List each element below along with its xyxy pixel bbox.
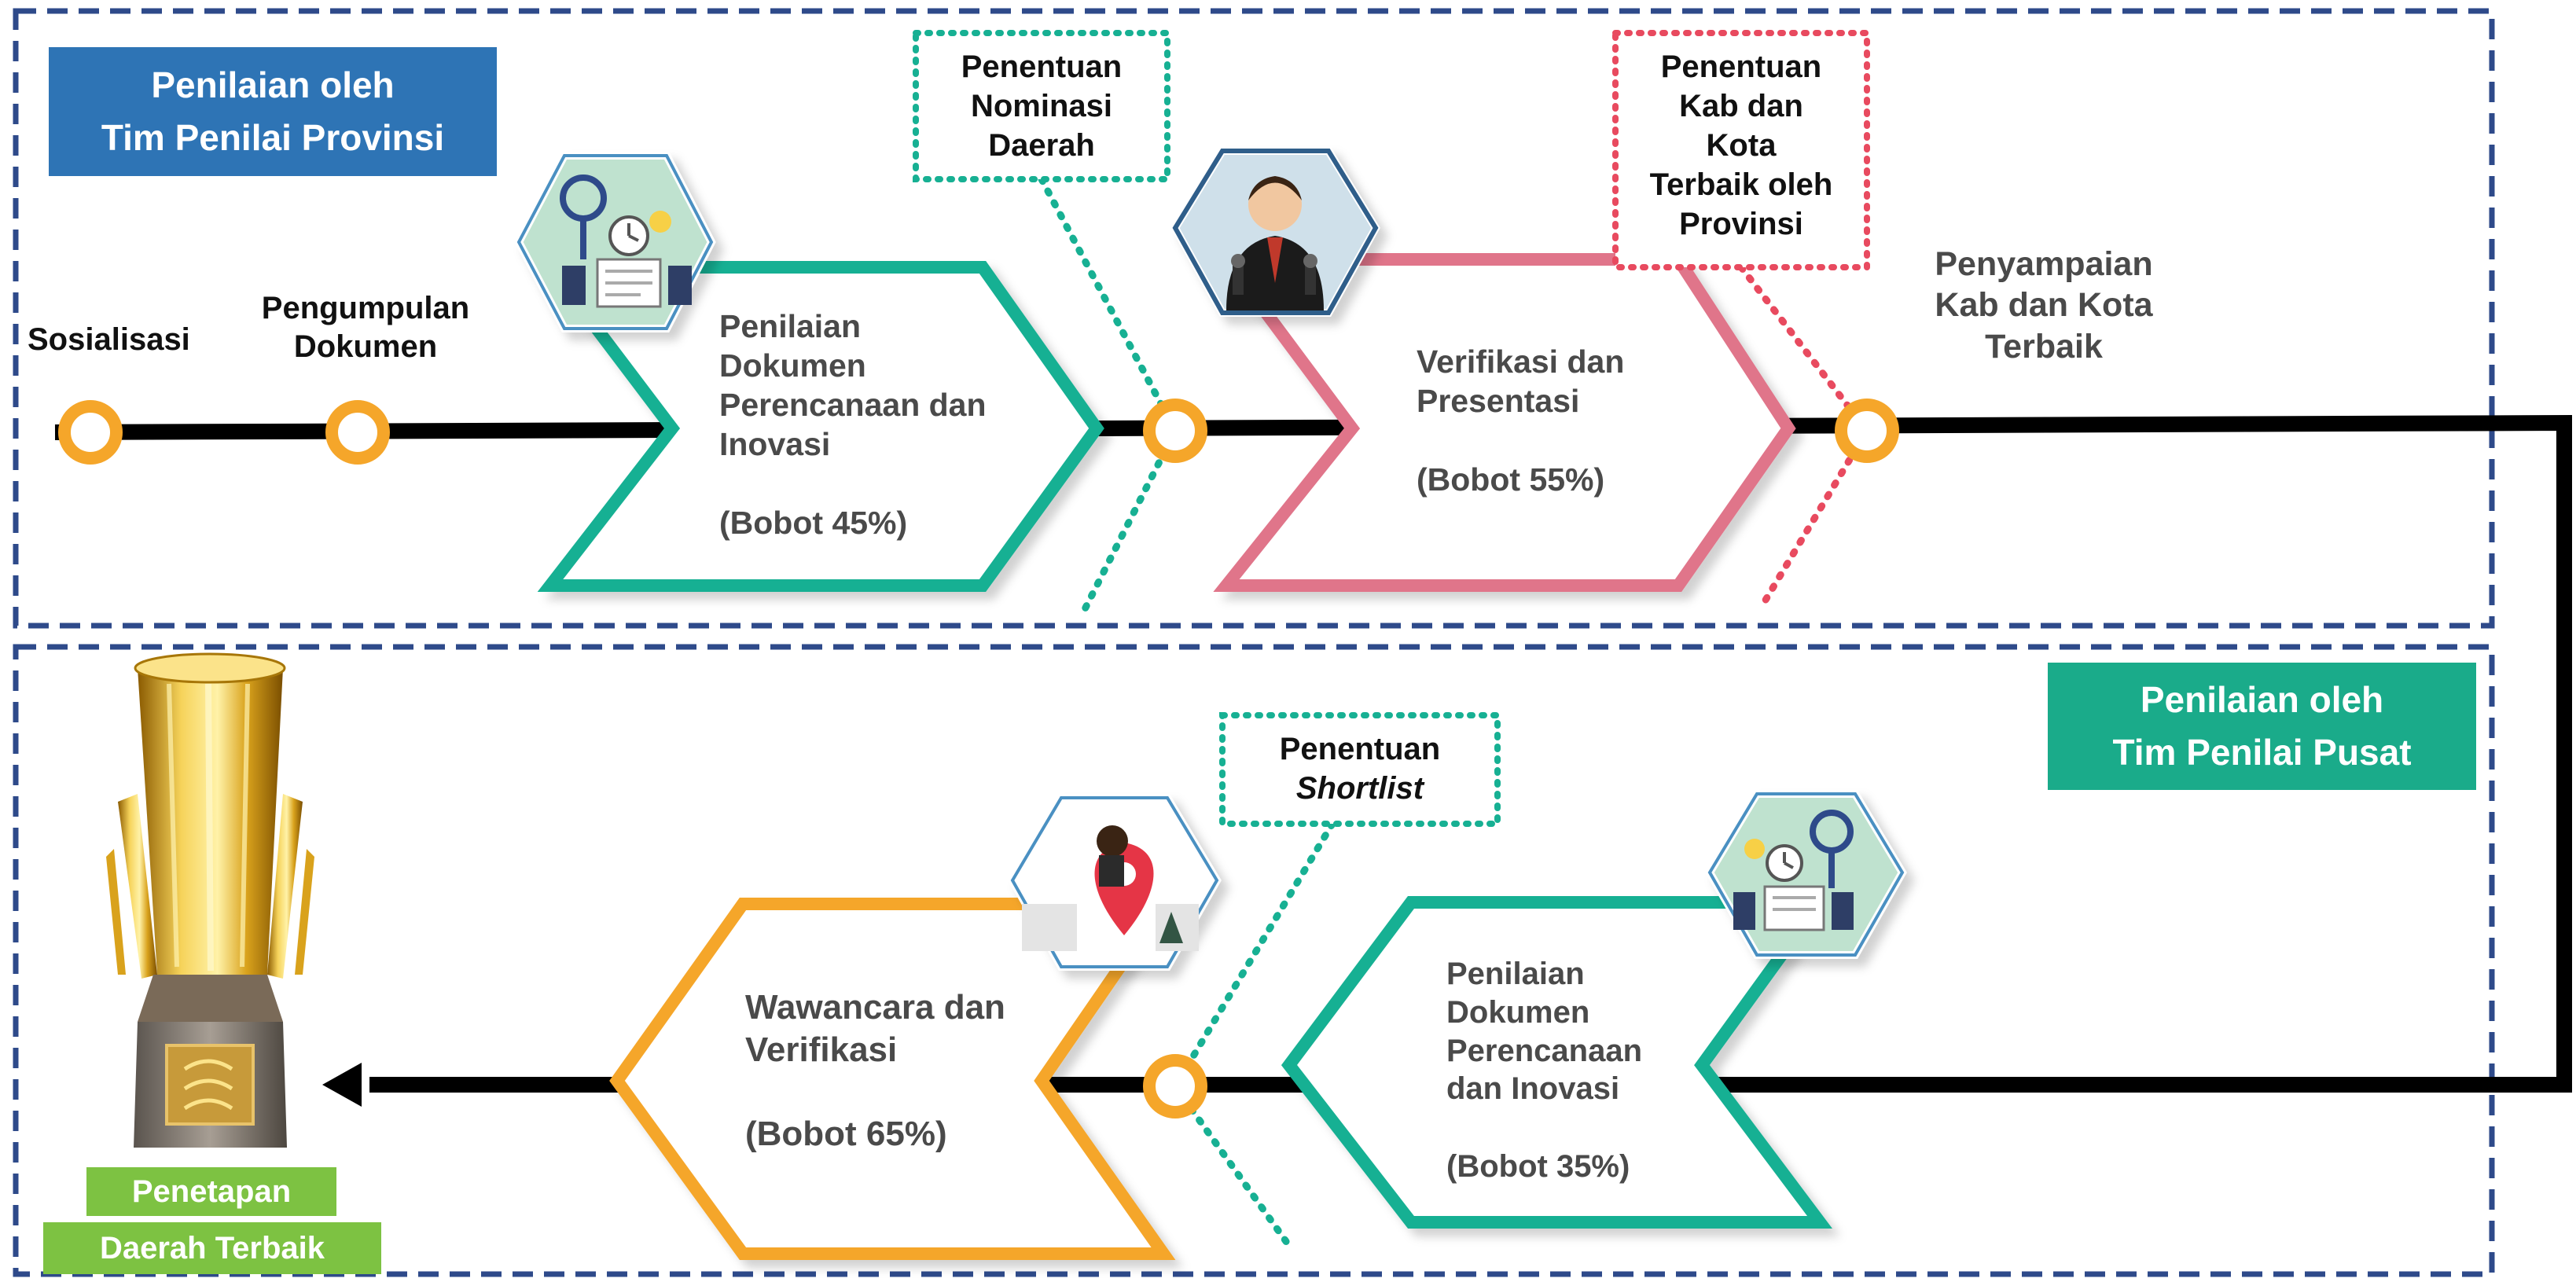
stage4-text: Wawancara dan Verifikasi (Bobot 65%) — [745, 986, 1005, 1155]
decision3-line2: Shortlist — [1295, 771, 1424, 806]
province-section-frame — [13, 8, 2495, 629]
pengumpulan-line2: Dokumen — [293, 329, 438, 364]
decision2-line1: Penentuan — [1660, 50, 1822, 84]
stage3-line2: Dokumen — [1446, 994, 1590, 1030]
milestone-decision1 — [1143, 399, 1207, 463]
stage1-chevron — [537, 261, 1104, 592]
location-pin-icon — [1008, 794, 1222, 971]
milestone-pengumpulan — [325, 400, 390, 465]
milestone-decision2 — [1835, 399, 1899, 463]
stage3-line3: Perencanaan — [1446, 1033, 1643, 1068]
decision3-box — [1219, 712, 1501, 827]
center-section-frame — [13, 644, 2495, 1277]
stage4-chevron — [609, 898, 1176, 1260]
stage3-weight: (Bobot 35%) — [1446, 1149, 1630, 1185]
stage4-weight: (Bobot 65%) — [745, 1115, 947, 1154]
delivery-line2: Kab dan Kota — [1935, 286, 2153, 325]
center-header-line1: Penilaian oleh — [2140, 679, 2384, 721]
stage2-line1: Verifikasi dan — [1417, 343, 1625, 380]
pengumpulan-label: Pengumpulan Dokumen — [252, 289, 480, 366]
stage1-line3: Perencanaan dan — [719, 387, 987, 424]
decision1-line1: Penentuan — [961, 50, 1123, 84]
decision2-line4: Terbaik oleh — [1649, 167, 1833, 202]
pengumpulan-line1: Pengumpulan — [261, 291, 470, 325]
milestone-decision3 — [1143, 1054, 1207, 1119]
stage3-line4: dan Inovasi — [1446, 1071, 1620, 1107]
stage2-line2: Presentasi — [1417, 383, 1580, 420]
province-header-line2: Tim Penilai Provinsi — [101, 117, 445, 158]
delivery-line3: Terbaik — [1985, 327, 2103, 365]
stage4-line1: Wawancara dan — [745, 988, 1005, 1027]
decision2-line2: Kab dan — [1679, 89, 1803, 123]
decision3-text: Penentuan Shortlist — [1226, 729, 1494, 808]
sosialisasi-label: Sosialisasi — [28, 322, 190, 357]
province-header-line1: Penilaian oleh — [151, 64, 395, 106]
stage1-line2: Dokumen — [719, 347, 866, 384]
document-review-icon-2 — [1705, 790, 1907, 959]
stage3-line1: Penilaian — [1446, 957, 1585, 991]
center-header: Penilaian oleh Tim Penilai Pusat — [2048, 663, 2476, 790]
final-label-line1: Penetapan — [86, 1167, 336, 1216]
stage1-line1: Penilaian — [719, 308, 862, 344]
decision2-text: Penentuan Kab dan Kota Terbaik oleh Prov… — [1619, 47, 1863, 244]
decision1-box — [913, 30, 1170, 182]
decision2-line5: Provinsi — [1679, 207, 1803, 241]
stage1-line4: Inovasi — [719, 426, 831, 463]
trophy-icon — [106, 652, 314, 1148]
stage3-text: Penilaian Dokumen Perencanaan dan Inovas… — [1446, 955, 1642, 1186]
stage1-text: Penilaian Dokumen Perencanaan dan Inovas… — [719, 307, 987, 542]
decision1-line3: Daerah — [988, 128, 1095, 163]
decision2-box — [1612, 30, 1870, 270]
arrow-head — [322, 1063, 362, 1107]
milestone-sosialisasi — [58, 400, 123, 465]
stage2-weight: (Bobot 55%) — [1417, 461, 1605, 498]
decision2-line3: Kota — [1706, 128, 1777, 163]
document-review-icon — [514, 152, 716, 332]
province-header: Penilaian oleh Tim Penilai Provinsi — [49, 47, 497, 176]
stage4-line2: Verifikasi — [745, 1030, 898, 1069]
center-header-line2: Tim Penilai Pusat — [2112, 732, 2412, 773]
stage1-weight: (Bobot 45%) — [719, 505, 908, 542]
stage2-text: Verifikasi dan Presentasi (Bobot 55%) — [1417, 342, 1624, 499]
decision1-line2: Nominasi — [970, 89, 1113, 123]
final-label-line2: Daerah Terbaik — [43, 1222, 381, 1274]
decision1-text: Penentuan Nominasi Daerah — [920, 47, 1163, 165]
presenter-icon — [1170, 147, 1380, 317]
delivery-line1: Penyampaian — [1935, 245, 2153, 283]
decision3-line1: Penentuan — [1279, 732, 1441, 766]
stage3-chevron — [1281, 896, 1832, 1229]
delivery-text: Penyampaian Kab dan Kota Terbaik — [1887, 244, 2201, 367]
